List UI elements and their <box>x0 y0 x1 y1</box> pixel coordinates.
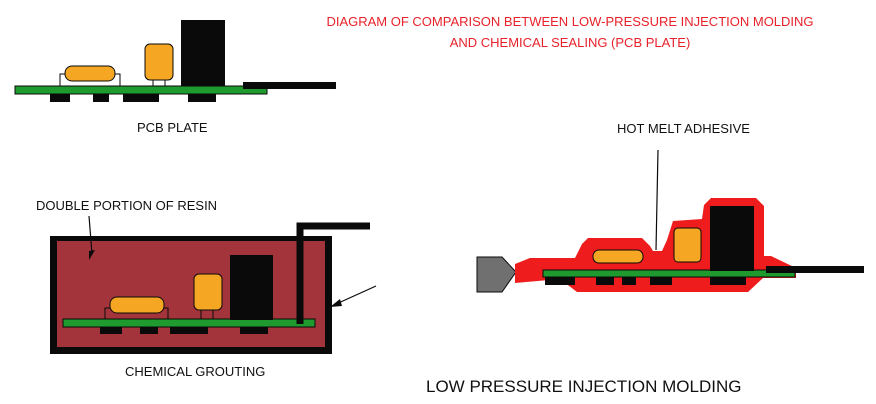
adhesive-pointer-line <box>655 149 659 251</box>
diagram-title-line-1: DIAGRAM OF COMPARISON BETWEEN LOW-PRESSU… <box>326 14 814 29</box>
chip-component <box>710 206 754 271</box>
resistor-component <box>592 249 644 264</box>
hot-melt-adhesive-label: HOT MELT ADHESIVE <box>617 121 750 136</box>
wire-lead <box>243 82 336 89</box>
wire-lead <box>766 266 864 273</box>
resin-pointer-arrow <box>88 215 93 255</box>
pcb-board <box>62 318 316 328</box>
chip-component <box>181 20 225 86</box>
chip-component <box>230 255 273 320</box>
pcb-plate-diagram <box>14 20 336 102</box>
pcb-plate-label: PCB PLATE <box>137 120 208 135</box>
low-pressure-injection-label: LOW PRESSURE INJECTION MOLDING <box>426 377 742 396</box>
chemical-grouting-diagram <box>50 215 377 354</box>
pcb-board <box>14 85 268 95</box>
pcb-board <box>542 269 796 278</box>
double-portion-resin-label: DOUBLE PORTION OF RESIN <box>36 198 218 213</box>
diagram-title-line-2: AND CHEMICAL SEALING (PCB PLATE) <box>449 35 691 50</box>
injection-nozzle <box>476 256 517 293</box>
wall-pointer-arrow <box>333 285 377 306</box>
chemical-grouting-label: CHEMICAL GROUTING <box>125 364 266 379</box>
capacitor-component <box>193 273 223 311</box>
capacitor-component <box>673 227 702 263</box>
wire-lead <box>296 222 370 324</box>
low-pressure-injection-diagram <box>476 149 864 293</box>
capacitor-component <box>144 43 174 81</box>
resistor-component <box>109 296 165 314</box>
board-pads <box>50 93 70 102</box>
resistor-component <box>64 65 116 82</box>
